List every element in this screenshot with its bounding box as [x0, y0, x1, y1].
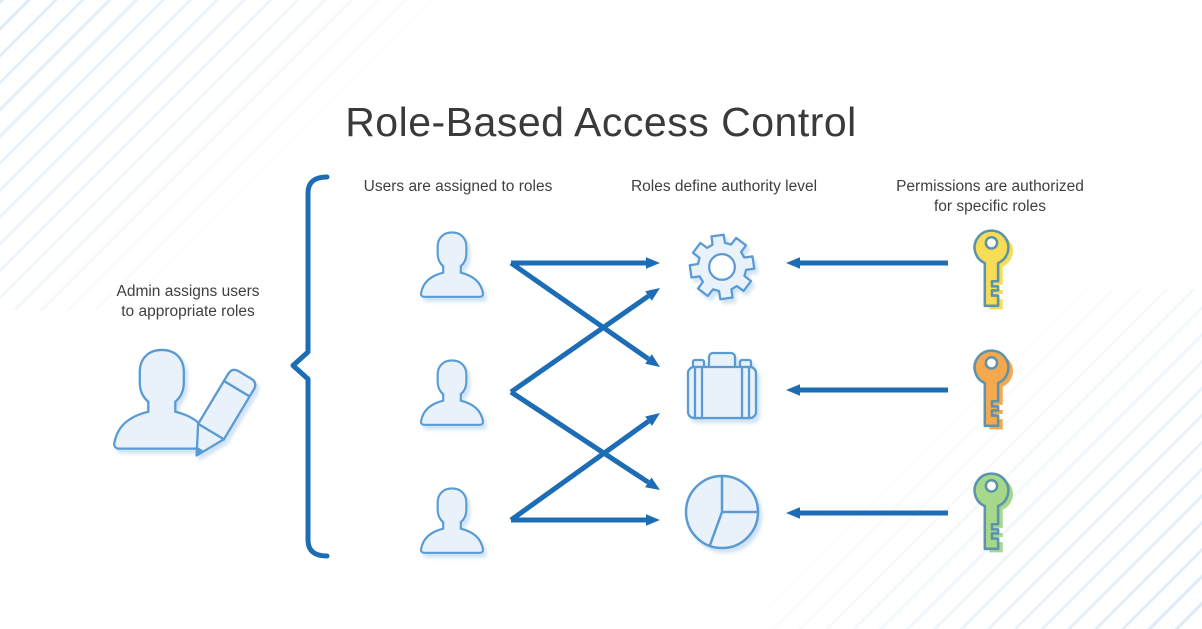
- gear-hole: [708, 252, 736, 281]
- page-title: Role-Based Access Control: [345, 99, 857, 146]
- briefcase-body: [686, 365, 758, 420]
- authorization-arrow-k2-r2-head: [786, 384, 800, 396]
- gear-icon: [688, 233, 756, 301]
- assignment-arrow-u2-r3: [509, 389, 650, 485]
- briefcase-icon: [686, 351, 758, 420]
- user-silhouette: [419, 359, 485, 426]
- pencil-icon: [195, 368, 257, 457]
- pie-slice-lines: [708, 476, 758, 547]
- label-roles-column: Roles define authority level: [630, 178, 818, 195]
- label-permissions-column: Permissions are authorized for specific …: [896, 178, 1084, 215]
- key-icon: [973, 349, 1013, 430]
- key-hole: [984, 235, 999, 250]
- user-silhouette: [419, 231, 485, 298]
- key-body: [973, 472, 1010, 551]
- label-users-column: Users are assigned to roles: [363, 178, 553, 195]
- label-admin: Admin assigns users to appropriate roles: [116, 283, 260, 320]
- assignment-arrow-u1-r2: [509, 260, 650, 362]
- key-hole: [984, 355, 999, 370]
- assignment-arrow-u3-r2-head: [645, 413, 660, 426]
- key-body: [973, 349, 1010, 428]
- admin-user-silhouette: [113, 348, 211, 450]
- assignment-arrow-u1-r2-head: [645, 354, 660, 367]
- briefcase-strap: [693, 365, 704, 420]
- user-silhouette: [419, 487, 485, 554]
- pie-chart-icon: [684, 474, 760, 550]
- decor-stripes-bottom-right: [762, 289, 1202, 629]
- admin-user-with-pencil-icon: [113, 348, 257, 457]
- assignment-arrow-u3-r2: [509, 419, 651, 523]
- user-icon: [419, 487, 485, 554]
- assignment-arrow-u1-r1-head: [646, 257, 660, 269]
- key-icon: [973, 229, 1013, 310]
- user-icon: [419, 359, 485, 426]
- authorization-arrow-k1-r1-head: [786, 257, 800, 269]
- key-hole: [984, 478, 999, 493]
- assignment-arrow-u2-r1-head: [645, 288, 660, 301]
- key-icon: [973, 472, 1013, 553]
- assignment-arrow-u2-r1: [509, 293, 650, 395]
- decor-stripes-top-left: [0, 0, 480, 310]
- authorization-arrow-k3-r3-head: [786, 507, 800, 519]
- briefcase-strap: [740, 365, 751, 420]
- brace: [290, 174, 330, 559]
- assignment-arrow-u3-r3-head: [646, 514, 660, 526]
- user-icon: [419, 231, 485, 298]
- key-body: [973, 229, 1010, 308]
- assignment-arrow-u2-r3-head: [645, 477, 660, 490]
